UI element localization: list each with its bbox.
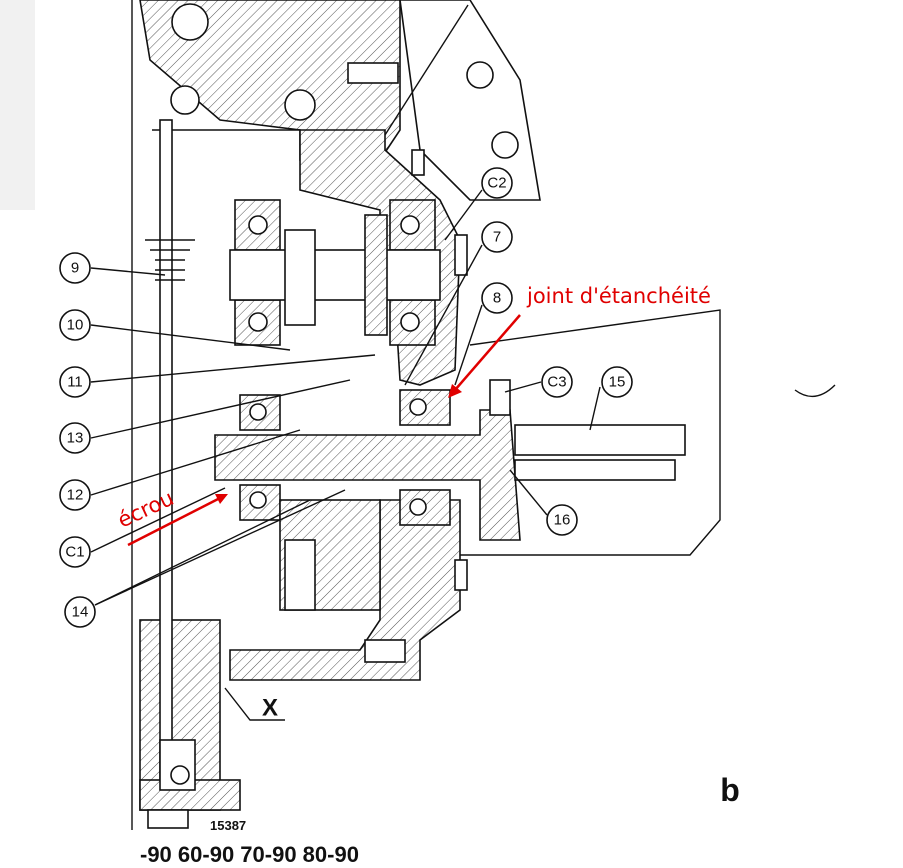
guard-mark — [794, 384, 836, 398]
bolts — [347, 62, 511, 663]
part-labels: 9 10 11 13 12 C1 14 C2 7 8 C3 15 16 — [59, 167, 633, 628]
section-marker: X — [262, 695, 278, 722]
leader-lines — [90, 189, 601, 721]
seal-annotation: joint d'étanchéité — [526, 284, 711, 308]
svg-text:13: 13 — [67, 430, 84, 447]
drawing-number: 15387 — [210, 818, 246, 833]
output-shaft — [214, 409, 686, 611]
svg-text:9: 9 — [71, 260, 79, 277]
part-label-c2: C2 — [481, 167, 513, 199]
part-label-8: 8 — [481, 282, 513, 314]
part-label-13: 13 — [59, 422, 91, 454]
svg-text:15: 15 — [609, 374, 626, 391]
upper-housing — [139, 0, 541, 201]
page-shadow — [0, 0, 35, 210]
nut-arrow — [127, 494, 228, 547]
model-caption: -90 60-90 70-90 80-90 — [140, 842, 359, 867]
part-label-10: 10 — [59, 309, 91, 341]
part-label-16: 16 — [546, 504, 578, 536]
svg-text:14: 14 — [72, 604, 89, 621]
svg-text:C3: C3 — [547, 374, 566, 391]
pto-guard — [460, 309, 721, 556]
svg-text:11: 11 — [67, 374, 83, 391]
upper-shaft — [229, 214, 441, 336]
part-label-15: 15 — [601, 366, 633, 398]
svg-text:C2: C2 — [487, 175, 506, 192]
figure-letter: b — [720, 772, 740, 808]
part-label-9: 9 — [59, 252, 91, 284]
linkage-rod — [145, 119, 196, 829]
part-label-c1: C1 — [59, 536, 91, 568]
svg-text:10: 10 — [67, 317, 84, 334]
svg-text:16: 16 — [554, 512, 571, 529]
reference-arrow — [384, 4, 469, 136]
svg-text:7: 7 — [493, 229, 501, 246]
part-label-14: 14 — [64, 596, 96, 628]
part-label-11: 11 — [59, 366, 91, 398]
part-label-12: 12 — [59, 479, 91, 511]
part-label-c3: C3 — [541, 366, 573, 398]
svg-text:8: 8 — [493, 290, 501, 307]
part-label-7: 7 — [481, 221, 513, 253]
svg-text:12: 12 — [67, 487, 84, 504]
seal-arrow — [448, 314, 521, 398]
svg-text:C1: C1 — [65, 544, 84, 561]
